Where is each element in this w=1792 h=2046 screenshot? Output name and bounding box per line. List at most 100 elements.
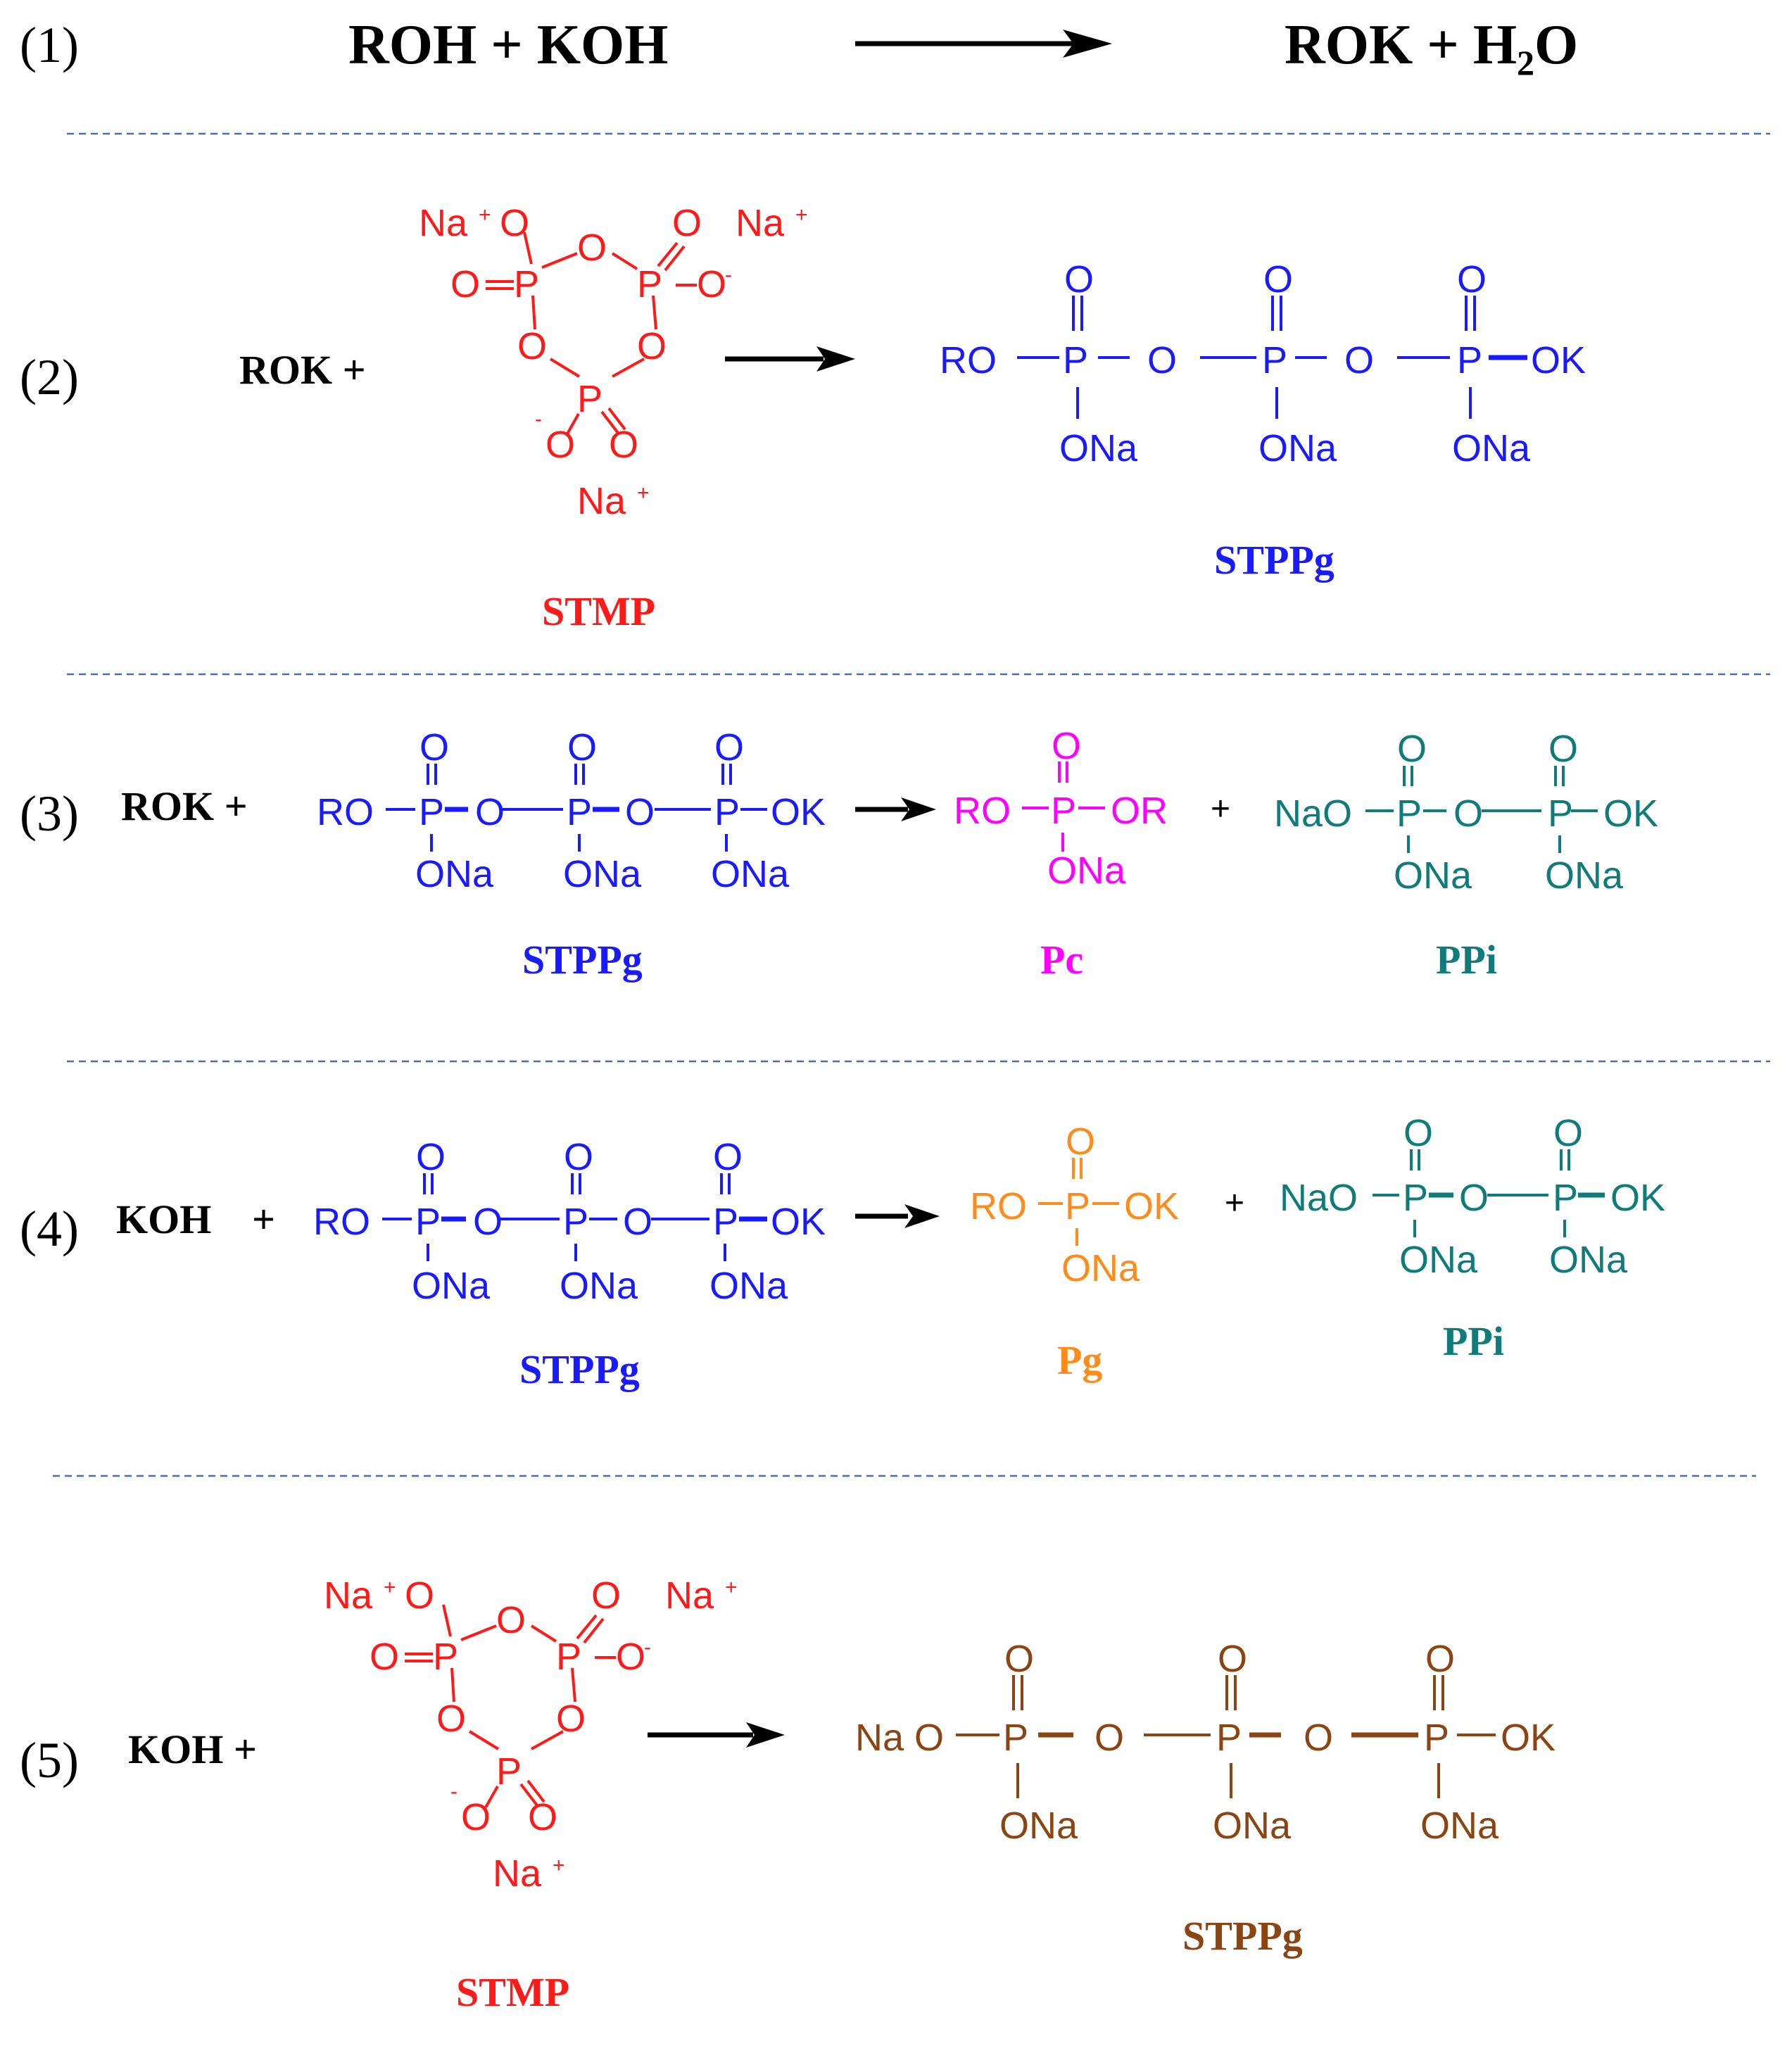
atom-label: ONa	[1394, 854, 1472, 897]
atom-label: ONa	[1047, 850, 1126, 892]
reaction-number: (2)	[20, 349, 79, 405]
atom-label: O	[1218, 1638, 1247, 1680]
atom-label: ONa	[415, 853, 494, 895]
superscript: +	[725, 1576, 738, 1599]
atom-label: O	[623, 1201, 652, 1243]
atom-label: O	[1425, 1638, 1455, 1680]
atom-label: P	[714, 791, 740, 833]
reaction-number: (5)	[20, 1732, 79, 1788]
atom-label: OK	[1603, 792, 1658, 835]
superscript: +	[795, 203, 808, 227]
reaction-arrow	[648, 1722, 785, 1748]
atom-label: OK	[1610, 1177, 1665, 1219]
atom-label: O	[1457, 258, 1487, 301]
atom-label: ONa	[1399, 1239, 1478, 1281]
atom-label: P	[1548, 792, 1573, 835]
atom-label: ONa	[1545, 854, 1624, 897]
atom-label: OK	[1124, 1185, 1179, 1227]
compound-name-pg: Pg	[1057, 1337, 1102, 1383]
superscript: +	[637, 481, 650, 505]
compound-name-stppg: STPPg	[522, 937, 643, 983]
compound-name-stmp: STMP	[456, 1969, 569, 2015]
atom-label: O	[405, 1574, 434, 1617]
atom-label: O	[545, 424, 575, 466]
atom-label: O	[517, 325, 547, 367]
products-text: ROK + H	[1285, 14, 1517, 76]
atom-label: Na	[665, 1574, 714, 1617]
atom-label: P	[415, 1201, 441, 1243]
atom-label: Na	[419, 202, 468, 244]
stppg-structure: RO P O P O P OK O O O ONa ONa ONa	[317, 726, 826, 895]
atom-label: O	[1052, 725, 1081, 767]
atom-label: Na	[736, 202, 785, 244]
atom-label: O	[1403, 1112, 1433, 1154]
atom-label: ONa	[412, 1265, 491, 1307]
atom-label: P	[1051, 790, 1076, 832]
atom-label: O	[1066, 1120, 1095, 1163]
reaction-arrow	[855, 797, 936, 821]
atom-label: O	[616, 1636, 645, 1678]
reagent: ROK +	[121, 783, 248, 829]
atom-label: RO	[317, 791, 374, 833]
superscript: +	[384, 1576, 396, 1599]
atom-label: OK	[771, 791, 826, 833]
atom-label: O	[1459, 1177, 1489, 1219]
atom-label: P	[1457, 339, 1482, 381]
compound-name-stppg: STPPg	[1182, 1913, 1303, 1959]
atom-label: P	[1003, 1717, 1028, 1759]
atom-label: ONa	[1420, 1805, 1499, 1847]
atom-label: O	[567, 726, 597, 769]
atom-label: O	[1304, 1717, 1333, 1759]
atom-label: P	[1424, 1717, 1449, 1759]
atom-label: P	[1262, 339, 1287, 381]
atom-label: O	[1553, 1112, 1583, 1154]
atom-label: O	[1064, 258, 1094, 301]
plus-sign: +	[1225, 1185, 1244, 1222]
plus-sign: +	[252, 1196, 275, 1242]
atom-label: NaO	[1274, 792, 1352, 835]
reaction-4: (4) KOH + RO P O P O P	[20, 1112, 1665, 1392]
atom-label: Na O	[855, 1717, 944, 1759]
atom-label: O	[500, 202, 529, 244]
atom-label: ONa	[1452, 427, 1531, 469]
reaction-5: (5) KOH + Na + O	[20, 1574, 1556, 2015]
reaction-1-products: ROK + H2O	[1285, 14, 1578, 82]
reagent: ROK +	[239, 347, 366, 393]
atom-label: RO	[954, 790, 1011, 832]
atom-label: O	[625, 791, 655, 833]
compound-name-stppg: STPPg	[519, 1346, 640, 1392]
reaction-arrow	[725, 346, 855, 372]
atom-label: ONa	[999, 1805, 1078, 1847]
atom-label: O	[436, 1698, 466, 1740]
pg-structure: RO P OK O ONa	[970, 1120, 1179, 1289]
reaction-number: (4)	[20, 1201, 79, 1257]
atom-label: NaO	[1280, 1177, 1358, 1219]
atom-label: O	[1263, 258, 1293, 301]
reaction-arrow	[855, 1204, 940, 1228]
atom-label: P	[1065, 1185, 1090, 1227]
atom-label: O	[713, 1136, 743, 1178]
compound-name-stmp: STMP	[542, 588, 655, 634]
compound-name-stppg: STPPg	[1214, 537, 1334, 583]
atom-label: O	[1548, 728, 1578, 770]
atom-label: P	[577, 378, 602, 420]
stmp-structure: Na + O O P O P O Na + O - O O P - O O Na…	[324, 1574, 738, 1895]
atom-label: P	[556, 1636, 581, 1678]
atom-label: P	[1063, 339, 1088, 381]
atom-label: O	[672, 202, 702, 244]
atom-label: ONa	[1549, 1239, 1628, 1281]
reaction-number: (1)	[20, 17, 79, 73]
atom-label: O	[461, 1796, 491, 1838]
atom-label: O	[697, 263, 726, 305]
atom-label: Na	[493, 1852, 542, 1895]
stppg-structure: RO P O P O P OK O O O ONa ONa ONa	[313, 1136, 826, 1307]
reaction-number: (3)	[20, 785, 79, 842]
atom-label: O	[564, 1136, 593, 1178]
compound-name-ppi: PPi	[1436, 937, 1497, 983]
atom-label: ONa	[1213, 1805, 1292, 1847]
products-text-end: O	[1534, 14, 1578, 76]
atom-label: O	[1453, 792, 1483, 835]
atom-label: ONa	[563, 853, 642, 895]
reaction-1: (1) ROH + KOH ROK + H2O	[20, 14, 1578, 82]
